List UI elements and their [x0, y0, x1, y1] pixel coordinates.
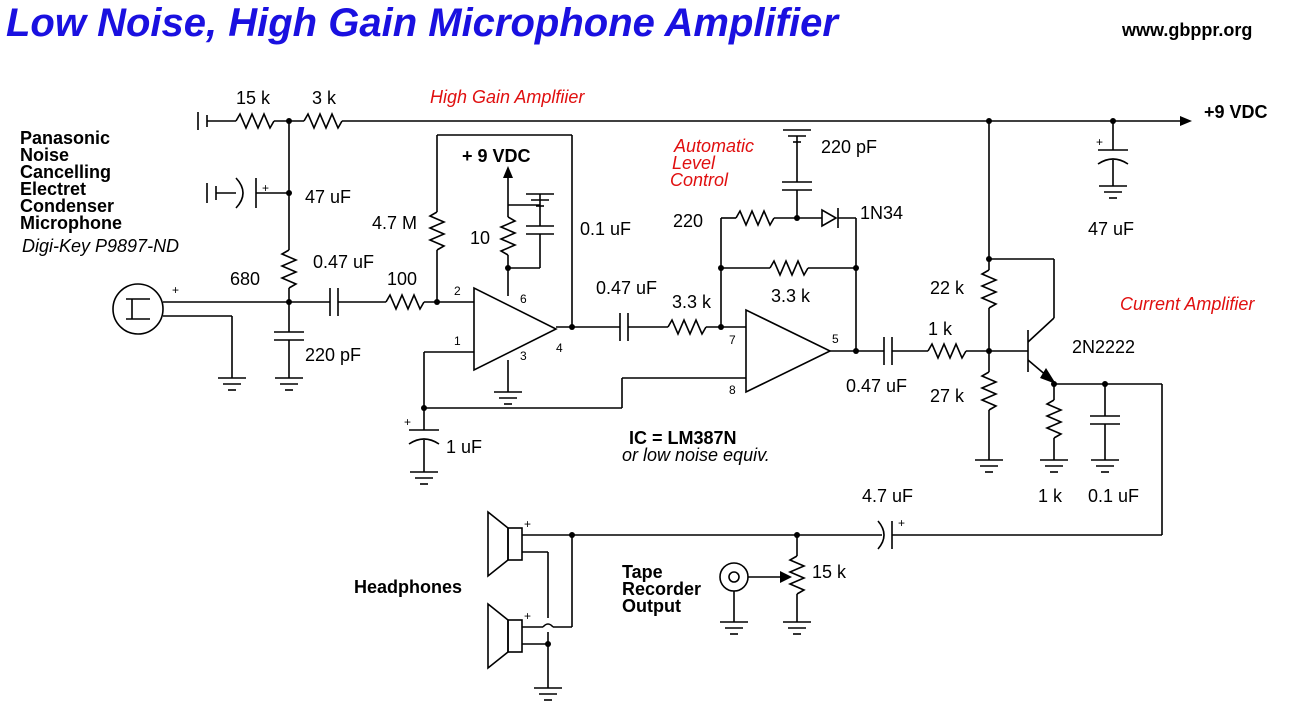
headphones-label: Headphones — [354, 577, 462, 597]
r-33k-in-label: 3.3 k — [672, 292, 712, 312]
tape-output-line1: Tape — [622, 562, 663, 582]
q-2n2222-label: 2N2222 — [1072, 337, 1135, 357]
tape-output-line2: Recorder — [622, 579, 701, 599]
svg-text:+: + — [172, 283, 179, 297]
c-47uf-out-label: 4.7 uF — [862, 486, 913, 506]
page-title: Low Noise, High Gain Microphone Amplifie… — [6, 1, 840, 45]
svg-text:+: + — [898, 516, 905, 530]
d-1n34-label: 1N34 — [860, 203, 903, 223]
mic-desc-line6: Microphone — [20, 213, 122, 233]
pin-2: 2 — [454, 284, 461, 298]
r-1k-base-label: 1 k — [928, 319, 953, 339]
svg-text:+: + — [524, 609, 531, 623]
tape-output-line3: Output — [622, 596, 681, 616]
r-33k-fb-label: 3.3 k — [771, 286, 811, 306]
svg-text:+: + — [1096, 135, 1103, 149]
section-alc-line3: Control — [670, 170, 729, 190]
section-high-gain: High Gain Amplfiier — [430, 87, 585, 107]
mic-bias-network — [206, 121, 304, 391]
section-current-amp: Current Amplifier — [1120, 294, 1255, 314]
svg-text:+: + — [524, 517, 531, 531]
r-10-label: 10 — [470, 228, 490, 248]
headphones-symbol — [487, 510, 573, 701]
mic-part-number: Digi-Key P9897-ND — [22, 236, 179, 256]
c-220pf-in-label: 220 pF — [305, 345, 361, 365]
r-220-label: 220 — [673, 211, 703, 231]
output-network — [522, 520, 1162, 635]
microphone-symbol — [112, 283, 330, 391]
c-1uf-label: 1 uF — [446, 437, 482, 457]
c-01-ic-label: 0.1 uF — [580, 219, 631, 239]
mic-desc-line1: Panasonic — [20, 128, 110, 148]
interstage-coupling — [619, 313, 746, 341]
c-01-emit-label: 0.1 uF — [1088, 486, 1139, 506]
c-047-mid-label: 0.47 uF — [596, 278, 657, 298]
supply-filter-cap — [1097, 121, 1129, 199]
pin-4: 4 — [556, 341, 563, 355]
c-47uf-supply-label: 47 uF — [1088, 219, 1134, 239]
pot-15k-label: 15 k — [812, 562, 847, 582]
website-url: www.gbppr.org — [1121, 20, 1252, 40]
mic-desc-line4: Electret — [20, 179, 86, 199]
c-047-out-label: 0.47 uF — [846, 376, 907, 396]
r-3k-top-label: 3 k — [312, 88, 337, 108]
c-1uf-network — [408, 377, 746, 485]
pin-8: 8 — [729, 383, 736, 397]
input-coupling — [329, 288, 474, 316]
r-47m-label: 4.7 M — [372, 213, 417, 233]
r-15k-top-label: 15 k — [236, 88, 271, 108]
ic-alt: or low noise equiv. — [622, 445, 770, 465]
svg-text:+: + — [404, 415, 411, 429]
svg-text:+: + — [262, 181, 269, 195]
c-220pf-alc-label: 220 pF — [821, 137, 877, 157]
ic-name: IC = LM387N — [629, 428, 737, 448]
mic-desc-line2: Noise — [20, 145, 69, 165]
mic-desc-line5: Condenser — [20, 196, 114, 216]
r-22k-label: 22 k — [930, 278, 965, 298]
section-alc-line2: Level — [672, 153, 716, 173]
pin-1: 1 — [454, 334, 461, 348]
r-1k-emit-label: 1 k — [1038, 486, 1063, 506]
r-27k-label: 27 k — [930, 386, 965, 406]
opamp-2 — [718, 129, 884, 394]
c-047-in-label: 0.47 uF — [313, 252, 374, 272]
supply-label: +9 VDC — [1204, 102, 1268, 122]
pin-3: 3 — [520, 349, 527, 363]
pin-7: 7 — [729, 333, 736, 347]
section-alc-line1: Automatic — [673, 136, 754, 156]
r-680-label: 680 — [230, 269, 260, 289]
pin-5: 5 — [832, 332, 839, 346]
opamp-1 — [423, 134, 620, 408]
r-100-label: 100 — [387, 269, 417, 289]
current-amplifier — [883, 121, 1163, 535]
ic-supply-label: + 9 VDC — [462, 146, 531, 166]
pin-6: 6 — [520, 292, 527, 306]
c-47uf-mic-label: 47 uF — [305, 187, 351, 207]
mic-desc-line3: Cancelling — [20, 162, 111, 182]
supply-rail — [197, 111, 1192, 131]
